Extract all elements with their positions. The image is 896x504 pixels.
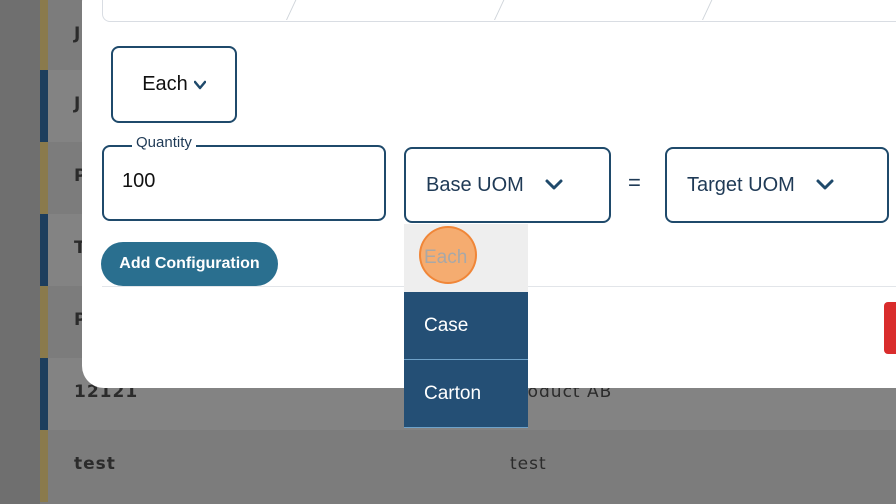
quantity-label: Quantity	[132, 134, 196, 151]
table-cell: test	[510, 454, 547, 474]
equals-sign: =	[628, 170, 641, 195]
target-uom-select[interactable]: Target UOM	[665, 147, 889, 223]
table-row: test test	[40, 430, 896, 502]
unit-select[interactable]: Each	[111, 46, 237, 123]
table-cell: J	[74, 94, 82, 114]
table-cell: T	[74, 238, 87, 258]
table-cell: test	[74, 454, 116, 474]
dropdown-option-case[interactable]: Case	[404, 292, 528, 360]
quantity-field[interactable]	[102, 145, 386, 221]
base-uom-dropdown: Each Case Carton	[404, 224, 528, 428]
chevron-down-icon	[816, 179, 834, 190]
chevron-down-icon	[193, 80, 206, 89]
target-uom-label: Target UOM	[687, 173, 795, 196]
dropdown-option-carton[interactable]: Carton	[404, 360, 528, 428]
table-row: J	[40, 0, 896, 72]
quantity-value[interactable]: 100	[122, 170, 156, 192]
table-cell: J	[74, 24, 82, 44]
add-configuration-button[interactable]: Add Configuration	[101, 242, 278, 286]
top-input-group	[102, 0, 896, 22]
chevron-down-icon	[545, 179, 563, 190]
unit-select-value: Each	[142, 73, 188, 95]
base-uom-select[interactable]: Base UOM	[404, 147, 611, 223]
click-indicator	[419, 226, 477, 284]
base-uom-label: Base UOM	[426, 173, 524, 196]
left-sidebar-strip	[0, 0, 40, 504]
delete-button[interactable]	[884, 302, 896, 354]
